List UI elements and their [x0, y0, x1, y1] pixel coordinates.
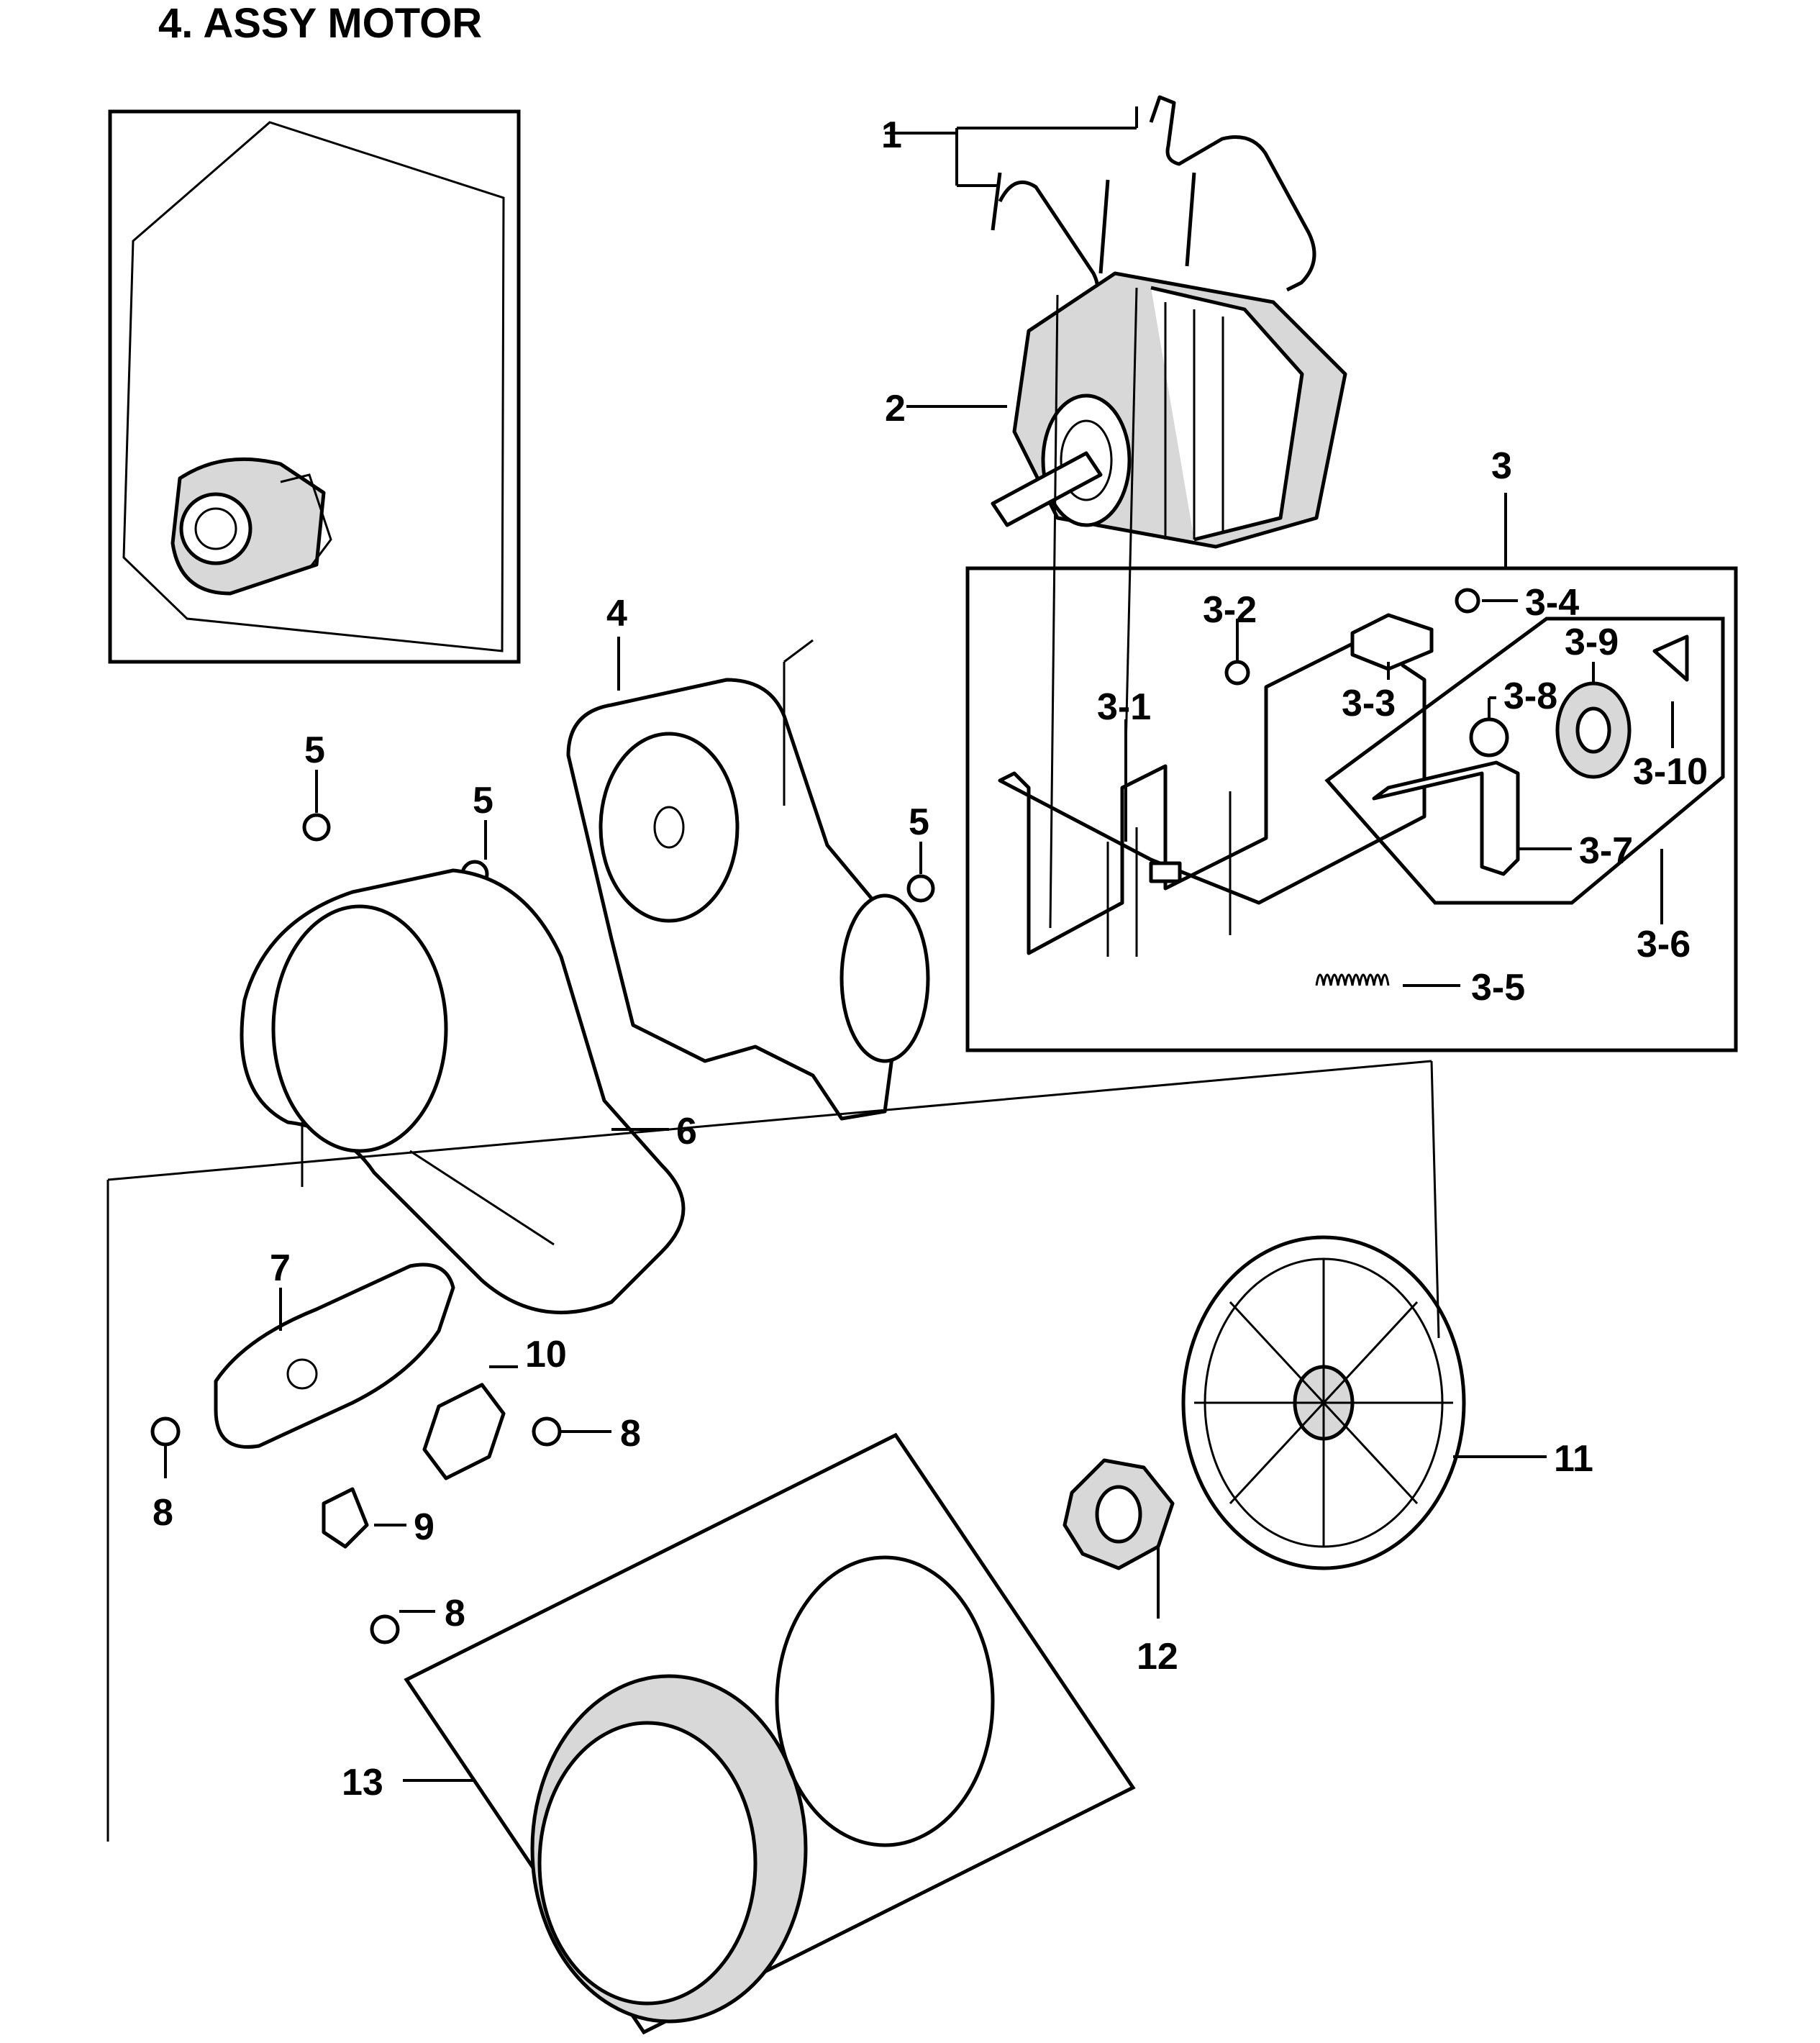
part-11-impeller	[1181, 1235, 1547, 1570]
callout-7: 7	[270, 1247, 291, 1289]
part-1-motor-brackets	[885, 95, 1316, 304]
location-inset	[108, 109, 521, 664]
callout-3-3: 3-3	[1342, 683, 1396, 724]
callout-8-a: 8	[153, 1492, 173, 1534]
part-13-duct-seal	[403, 1432, 1136, 2035]
callout-10: 10	[525, 1334, 567, 1375]
part-5-screws	[302, 770, 935, 903]
part-6-blower-housing	[240, 868, 686, 1314]
callout-3-5: 3-5	[1471, 967, 1525, 1009]
callout-2: 2	[885, 388, 906, 429]
diagram-title: 4. ASSY MOTOR	[158, 0, 482, 47]
callout-9: 9	[414, 1506, 434, 1548]
callout-3-4: 3-4	[1525, 582, 1579, 624]
callout-3-2: 3-2	[1203, 589, 1257, 631]
part-7-cover-plate	[214, 1262, 455, 1449]
callout-3-7: 3-7	[1579, 830, 1633, 872]
callout-13: 13	[342, 1762, 383, 1803]
callout-3-1: 3-1	[1097, 686, 1151, 728]
callout-3-10: 3-10	[1633, 751, 1708, 793]
callout-5-b: 5	[473, 780, 493, 822]
callout-labels: 1 2 3 3-1 3-2 3-3 3-4 3-5 3-6 3-7 3-8 3-…	[153, 114, 1708, 1803]
callout-6: 6	[676, 1111, 697, 1152]
part-8-screws	[150, 1416, 611, 1644]
callout-3-8: 3-8	[1503, 675, 1557, 717]
callout-3-6: 3-6	[1637, 924, 1691, 965]
callout-1: 1	[881, 114, 902, 156]
part-3-bracket-assembly	[965, 493, 1738, 1052]
callout-4: 4	[606, 593, 627, 634]
guide-lines	[106, 287, 1440, 1842]
callout-5-a: 5	[304, 729, 325, 771]
callout-3: 3	[1491, 445, 1512, 487]
part-2-motor	[906, 271, 1347, 549]
callout-5-c: 5	[909, 801, 929, 843]
callout-8-c: 8	[445, 1593, 465, 1634]
part-12-nut	[1063, 1458, 1175, 1619]
callout-11: 11	[1554, 1438, 1593, 1480]
part-4-mounting-plate	[566, 637, 930, 1121]
part-10-thermostat	[422, 1365, 518, 1480]
part-9-sensor	[322, 1487, 406, 1549]
callout-12: 12	[1137, 1636, 1178, 1678]
callout-3-9: 3-9	[1565, 622, 1619, 663]
callout-8-b: 8	[620, 1413, 641, 1455]
